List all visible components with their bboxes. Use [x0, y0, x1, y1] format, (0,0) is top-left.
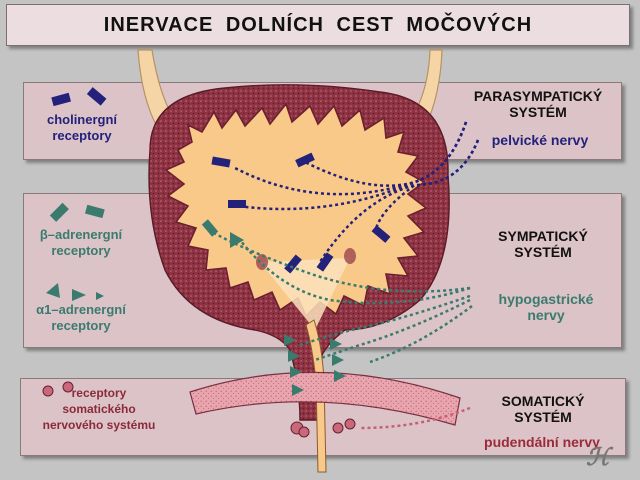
- legend-cholinergic-icons: [51, 87, 107, 107]
- hypogastric-nerves-label: hypogastrické nervy: [498, 291, 594, 323]
- somatic-receptor-label: receptory somatického nervového systému: [42, 386, 156, 432]
- beta-adrenergic-label: β–adrenergní receptory: [39, 227, 123, 258]
- pelvic-floor-muscle: [189, 371, 461, 426]
- somatic-receptors-muscle: [290, 418, 356, 438]
- legend-somatic-icons: [42, 381, 74, 397]
- pudendal-nerve-label: pudendální nervy: [484, 434, 600, 450]
- cholinergic-receptors-bladder: [211, 152, 391, 274]
- hypogastric-nerves: [211, 230, 473, 364]
- pelvic-nerves-label: pelvické nervy: [491, 132, 589, 148]
- pudendal-nerve: [359, 406, 471, 430]
- legend-beta-icons: [49, 202, 105, 222]
- alpha1-adrenergic-label: α1–adrenergní receptory: [36, 302, 126, 333]
- alpha1-adrenergic-receptors-neck: [230, 232, 346, 396]
- pelvic-nerves: [234, 121, 480, 263]
- diagram-title: INERVACE DOLNÍCH CEST MOČOVÝCH: [6, 4, 630, 46]
- right-ureteral-orifice: [344, 248, 356, 264]
- sympathetic-system-label: SYMPATICKÝ SYSTÉM: [498, 228, 588, 260]
- cholinergic-receptor-label: cholinergní receptory: [46, 112, 118, 143]
- parasympathetic-system-label: PARASYMPATICKÝ SYSTÉM: [473, 88, 603, 120]
- trigone: [260, 258, 350, 330]
- legend-alpha1-icons: [46, 283, 104, 301]
- somatic-system-label: SOMATICKÝ SYSTÉM: [501, 393, 585, 425]
- beta-adrenergic-receptors-bladder: [201, 219, 219, 237]
- author-signature: ℋ: [586, 442, 610, 471]
